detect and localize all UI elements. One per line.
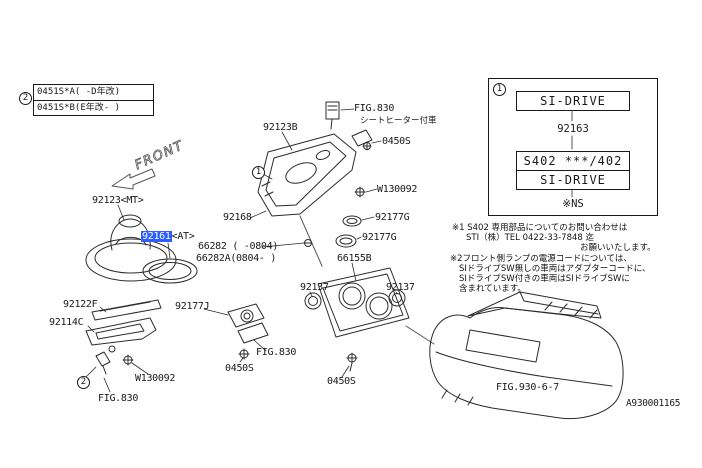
part-W130092-bottom-label[interactable]: W130092 xyxy=(135,373,176,384)
part-92137-right-label[interactable]: 92137 xyxy=(386,282,415,293)
front-label: FRONT xyxy=(133,138,187,173)
part-0450S-top-label[interactable]: 0450S xyxy=(382,136,411,147)
note2-line4: 含まれています。 xyxy=(459,284,526,294)
part-92161-label[interactable]: 92161<AT> xyxy=(141,231,195,242)
part-66282A-label[interactable]: 66282A(0804- ) xyxy=(196,253,277,264)
fig830-bottom-ref[interactable]: FIG.830 xyxy=(98,393,139,404)
part-W130092-top-label[interactable]: W130092 xyxy=(377,184,418,195)
legend-row-b[interactable]: 0451S*B(E年改- ) xyxy=(34,100,153,115)
part-92163-label[interactable]: 92163 xyxy=(557,123,589,135)
part-92177G-lower-label[interactable]: 92177G xyxy=(362,232,397,243)
diagram-marker-2: 2 xyxy=(77,376,90,389)
bracket-92122f-art xyxy=(85,299,162,353)
seat-heater-note: シートヒーター付車 xyxy=(360,116,437,126)
seat-heater-connector-art xyxy=(325,101,340,130)
fig930-6-7-ref[interactable]: FIG.930-6-7 xyxy=(496,382,559,393)
cup-holder-art xyxy=(304,267,410,372)
note2-line2: SIドライブSW無しの車両はアダプターコードに、 xyxy=(459,264,651,274)
ring-92161-art xyxy=(142,258,198,284)
part-92161-number[interactable]: 92161 xyxy=(141,231,172,242)
console-body-art xyxy=(429,291,624,420)
part-92177G-upper-label[interactable]: 92177G xyxy=(375,212,410,223)
note2-line3: SIドライブSW付きの車両はSIドライブSWに xyxy=(459,274,630,284)
diagram-marker-1: 1 xyxy=(252,166,265,179)
legend-row-a[interactable]: 0451S*A( -D年改) xyxy=(37,87,121,97)
si-drive-box-bottom[interactable]: SI-DRIVE xyxy=(516,170,630,190)
front-arrow-icon xyxy=(111,168,156,190)
part-0450S-bottom-label[interactable]: 0450S xyxy=(327,376,356,387)
console-trim-panel-art xyxy=(257,133,357,217)
part-92114C-label[interactable]: 92114C xyxy=(49,317,84,328)
alignment-lines-art xyxy=(299,215,435,345)
panel-marker: 1 xyxy=(493,83,506,96)
part-92123B-label[interactable]: 92123B xyxy=(263,122,298,133)
part-92177J-label[interactable]: 92177J xyxy=(175,301,210,312)
ns-label: ※NS xyxy=(562,198,584,210)
shift-boot-mt-art xyxy=(85,214,177,282)
s402-box[interactable]: S402 ***/402 xyxy=(516,151,630,171)
part-66155B-label[interactable]: 66155B xyxy=(337,253,372,264)
fig830-top-ref[interactable]: FIG.830 xyxy=(354,103,395,114)
si-drive-box-top[interactable]: SI-DRIVE xyxy=(516,91,630,111)
part-92161-suffix: <AT> xyxy=(171,231,195,242)
note1-line3: お願いいたします。 xyxy=(580,243,656,253)
si-drive-panel: 1 SI-DRIVE 92163 S402 ***/402 SI-DRIVE ※… xyxy=(488,78,658,216)
leader-lines-art xyxy=(85,108,573,393)
note2-line1: ※2フロント側ランプの電源コードについては、 xyxy=(450,254,632,264)
part-66282-label[interactable]: 66282 ( -0804) xyxy=(198,241,279,252)
fig830-mid-ref[interactable]: FIG.830 xyxy=(256,347,297,358)
legend-marker: 2 xyxy=(19,92,32,105)
bracket-screw-art xyxy=(351,129,373,151)
part-0450S-mid-label[interactable]: 0450S xyxy=(225,363,254,374)
drawing-number: A930001165 xyxy=(626,398,681,409)
note1-line2: STI（株）TEL 0422-33-7848 迄 xyxy=(466,233,595,243)
shifter-plate-art xyxy=(227,303,269,360)
part-92137-left-label[interactable]: 92137 xyxy=(300,282,329,293)
note1-line1: ※1 S402 専用部品についてのお問い合わせは xyxy=(452,223,628,233)
part-92168-label[interactable]: 92168 xyxy=(223,212,252,223)
ring-92177g-art xyxy=(335,215,362,248)
bolt-bottom-left-art xyxy=(95,351,134,375)
variant-legend-box: 0451S*A( -D年改) 0451S*B(E年改- ) xyxy=(33,84,154,116)
part-92123-MT-label[interactable]: 92123<MT> xyxy=(92,195,144,206)
part-92122F-label[interactable]: 92122F xyxy=(63,299,98,310)
screw-w130092-top-art xyxy=(354,186,366,198)
